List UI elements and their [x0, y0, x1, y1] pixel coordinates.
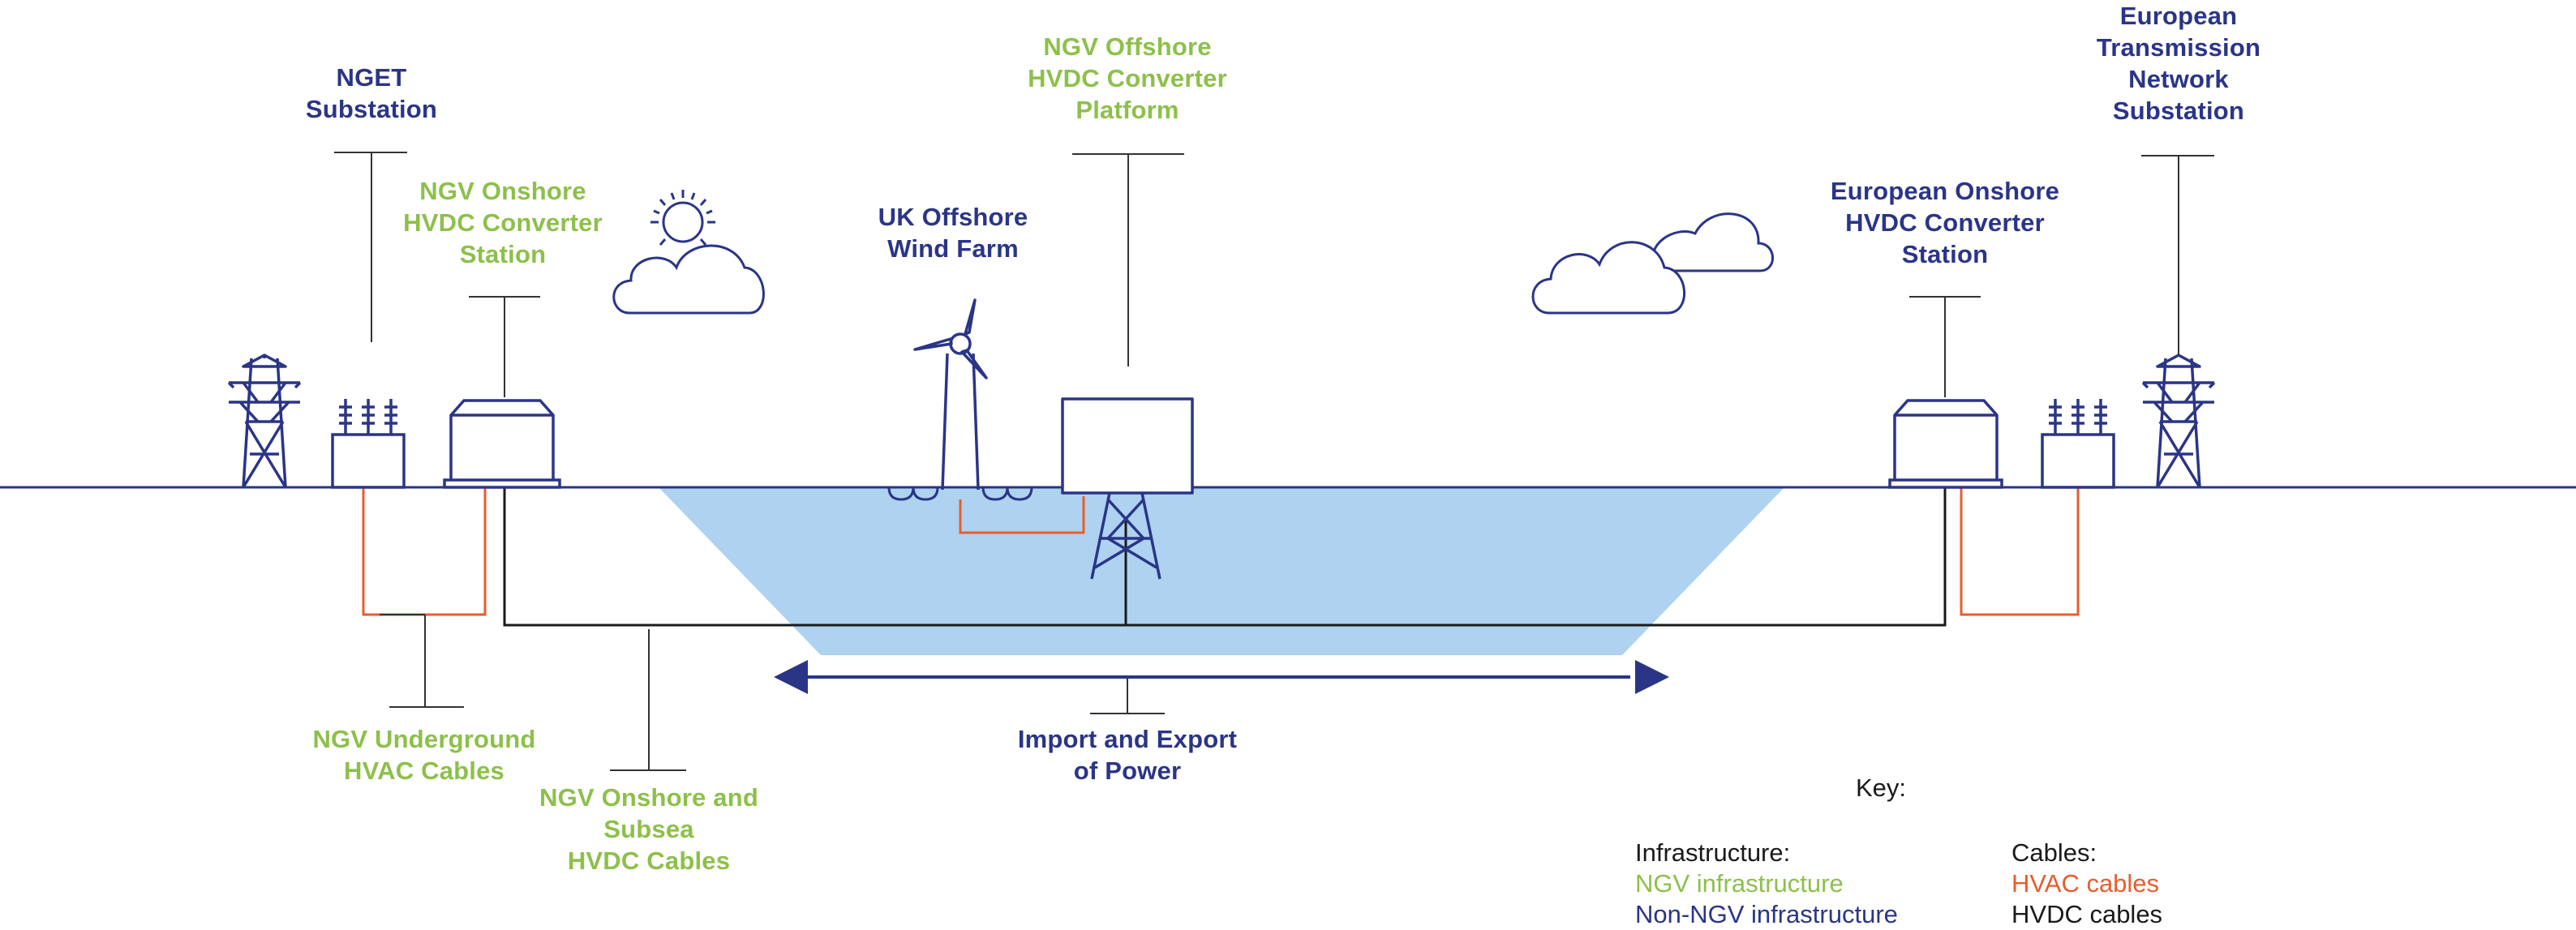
key-infrastructure-heading: Infrastructure:: [1635, 838, 1791, 867]
european-substation-label: European Transmission Network Substation: [2096, 2, 2261, 125]
key-ngv-infrastructure: NGV infrastructure: [1635, 869, 1844, 898]
double-arrow-icon: [774, 660, 1669, 694]
wave-icon: [887, 486, 1033, 501]
ngv-offshore-platform-label: NGV Offshore HVDC Converter Platform: [1028, 32, 1227, 124]
leader-lines: [334, 152, 2214, 771]
converter-station-icon: [1888, 399, 2003, 489]
key-non-ngv-infrastructure: Non-NGV infrastructure: [1635, 900, 1898, 928]
sea-area: [659, 487, 1784, 655]
wind-turbine-icon: [913, 298, 988, 491]
converter-platform-icon: [1061, 397, 1194, 580]
import-export-label: Import and Export of Power: [1017, 725, 1238, 785]
european-onshore-station-label: European Onshore HVDC Converter Station: [1830, 177, 2060, 268]
ngv-onshore-station-label: NGV Onshore HVDC Converter Station: [403, 177, 603, 268]
converter-station-icon: [443, 399, 561, 489]
key-hvac-cables: HVAC cables: [2011, 869, 2160, 898]
transmission-tower-icon: [2141, 354, 2216, 488]
key-hvdc-cables: HVDC cables: [2011, 900, 2163, 928]
substation-icon: [331, 399, 406, 489]
ngv-onshore-subsea-hvdc-label: NGV Onshore and Subsea HVDC Cables: [539, 783, 758, 875]
cloud-icon: [1531, 241, 1686, 315]
key-cables-heading: Cables:: [2011, 838, 2097, 867]
substation-icon: [2041, 399, 2115, 489]
hvdc-cable-line: [503, 487, 1947, 627]
transmission-tower-icon: [227, 354, 302, 488]
cloud-icon: [1651, 212, 1774, 272]
uk-wind-farm-label: UK Offshore Wind Farm: [878, 203, 1028, 263]
nget-substation-label: NGET Substation: [305, 63, 438, 123]
hvac-cable-uk: [362, 487, 487, 616]
ngv-underground-hvac-label: NGV Underground HVAC Cables: [312, 725, 536, 785]
hvac-cable-europe: [1960, 487, 2080, 616]
sun-icon: [650, 190, 715, 246]
hvac-cable-windfarm: [959, 496, 1085, 534]
key-title: Key:: [1856, 774, 1907, 802]
cloud-icon: [612, 244, 765, 315]
